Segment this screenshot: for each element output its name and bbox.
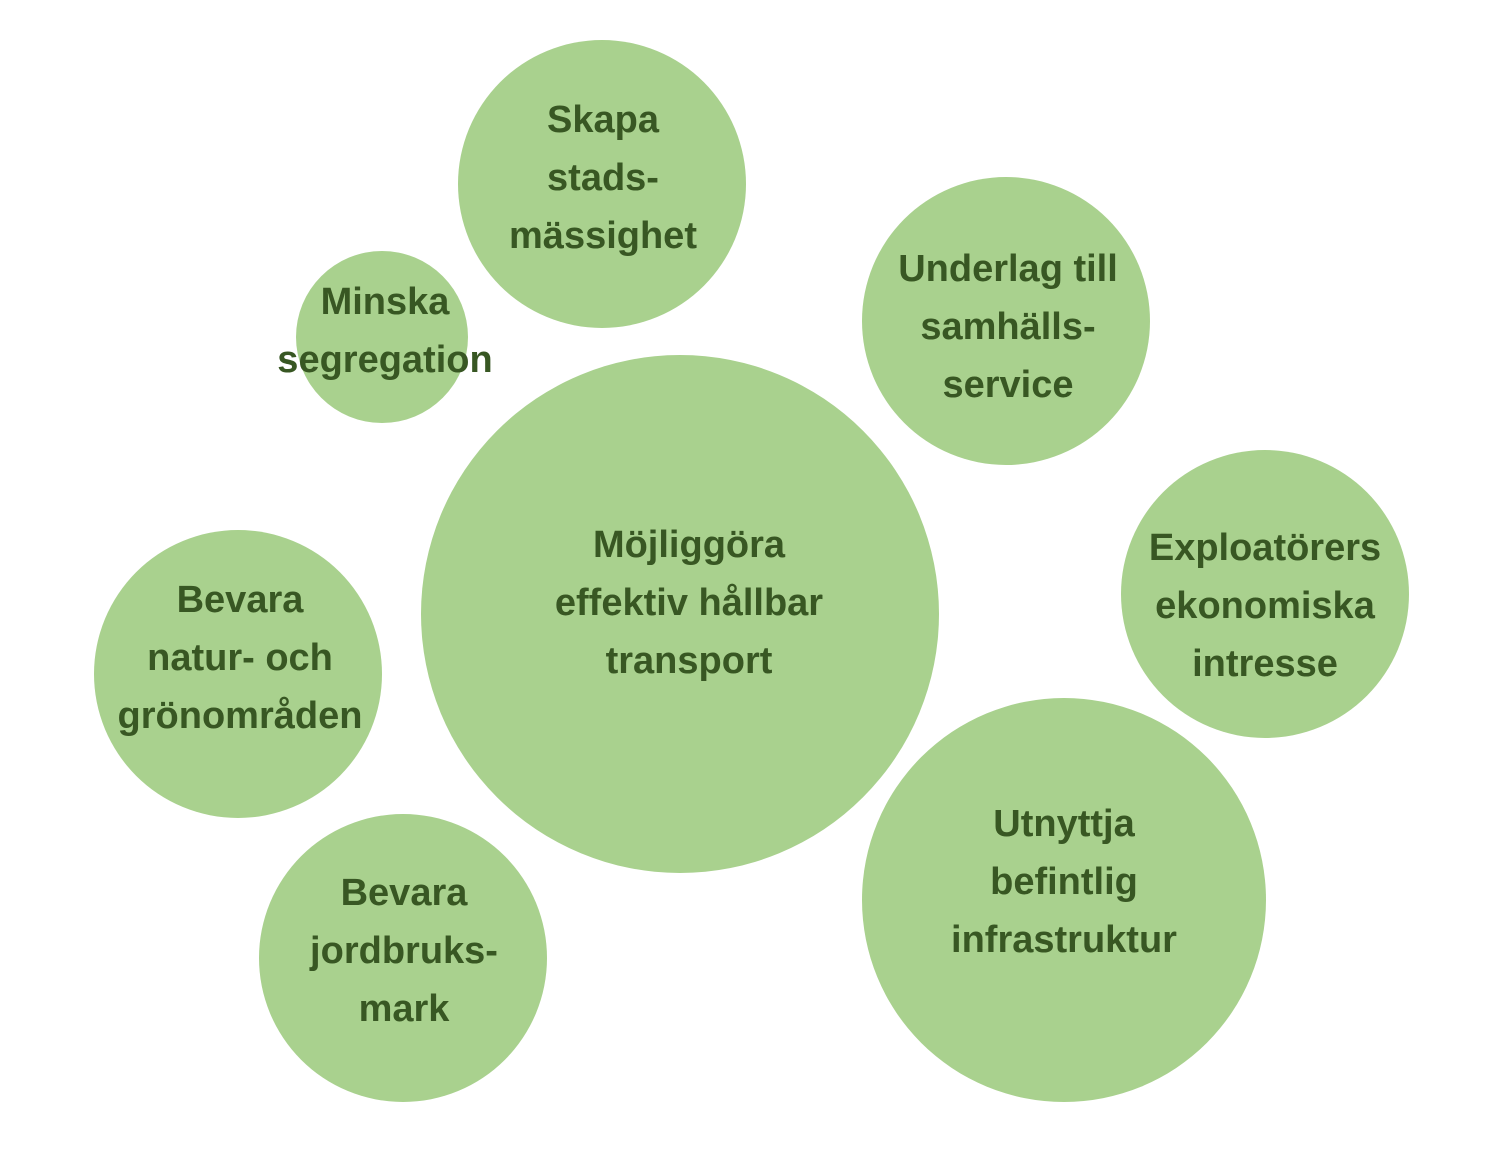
label-exploatorers-intresse: Exploatörers ekonomiska intresse (1148, 527, 1382, 685)
bubble-utnyttja-infrastruktur (862, 698, 1266, 1102)
bubble-underlag-samhallsservice (862, 177, 1150, 465)
bubble-exploatorers-intresse (1121, 450, 1409, 738)
bubble-bevara-natur (94, 530, 382, 818)
label-mojliggora-transport: Möjliggöra effektiv hållbar transport (554, 524, 824, 682)
label-minska-segregation: Minska segregation (277, 281, 493, 381)
bubble-mojliggora-transport (421, 355, 939, 873)
label-bevara-jordbruksmark: Bevara jordbruks- mark (310, 872, 498, 1030)
bubble-bevara-jordbruksmark (259, 814, 547, 1102)
label-skapa-stadsmassighet: Skapa stads- mässighet (509, 99, 697, 257)
bubble-skapa-stadsmassighet (458, 40, 746, 328)
bubble-minska-segregation (296, 251, 468, 423)
label-bevara-natur: Bevara natur- och grönområden (117, 579, 363, 737)
label-underlag-samhallsservice: Underlag till samhälls- service (898, 248, 1118, 406)
label-utnyttja-infrastruktur: Utnyttja befintlig infrastruktur (951, 803, 1177, 961)
